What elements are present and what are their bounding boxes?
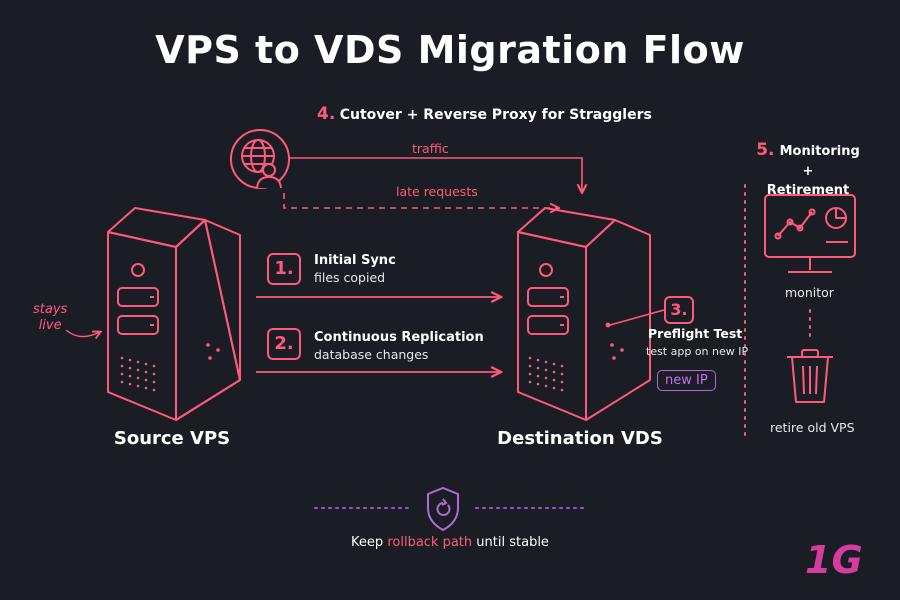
stays-live-line2: live: [38, 318, 62, 333]
step1-subtitle: files copied: [314, 270, 386, 285]
step2-title: Continuous Replication: [314, 330, 484, 345]
traffic-arrow: [290, 157, 582, 192]
footer-note: Keep rollback path until stable: [0, 535, 900, 550]
step4-label: 4. Cutover + Reverse Proxy for Straggler…: [317, 104, 652, 124]
step2-number-box: 2.: [267, 328, 301, 360]
new-ip-badge: new IP: [657, 370, 716, 391]
step1-number-box: 1.: [267, 253, 301, 285]
trash-icon: [787, 349, 833, 403]
stays-live-note: stays live: [33, 302, 67, 334]
globe-user-icon: [230, 129, 290, 189]
source-vents: [120, 343, 220, 392]
preflight-connector: [609, 309, 665, 326]
page-title: VPS to VDS Migration Flow: [155, 28, 745, 72]
late-requests-arrow: [283, 193, 558, 208]
stays-live-line1: stays: [33, 302, 68, 317]
svg-text:1G: 1G: [805, 538, 863, 582]
destination-server-name: Destination VDS: [497, 428, 663, 449]
footer-highlight: rollback path: [387, 535, 473, 550]
step5-number: 5.: [756, 140, 775, 160]
monitor-chart-icon: [764, 194, 856, 273]
step3-number-box: 3.: [664, 296, 694, 324]
monitor-label: monitor: [785, 285, 834, 300]
traffic-label: traffic: [412, 141, 449, 156]
step5-title-line1: Monitoring +: [779, 144, 860, 179]
step4-title: Cutover + Reverse Proxy for Stragglers: [339, 107, 652, 123]
shield-icon: [427, 486, 459, 532]
source-server-icon: [107, 207, 241, 421]
retire-label: retire old VPS: [770, 420, 855, 435]
step4-number: 4.: [317, 104, 336, 124]
step3-subtitle: test app on new IP: [646, 345, 749, 358]
footer-prefix: Keep: [351, 535, 384, 550]
source-server-name: Source VPS: [113, 428, 231, 449]
step2-subtitle: database changes: [314, 347, 429, 362]
step1-title: Initial Sync: [314, 253, 396, 268]
destination-vents: [528, 322, 624, 392]
footer-suffix: until stable: [476, 535, 549, 550]
late-requests-label: late requests: [396, 184, 478, 199]
stays-live-arrow: [65, 329, 100, 337]
destination-server-icon: [517, 207, 651, 421]
brand-logo: 1G: [805, 538, 863, 582]
step5-title-line2: Retirement: [766, 183, 850, 198]
step5-label: 5. Monitoring + Retirement: [753, 140, 863, 198]
step3-title: Preflight Test: [648, 326, 743, 341]
